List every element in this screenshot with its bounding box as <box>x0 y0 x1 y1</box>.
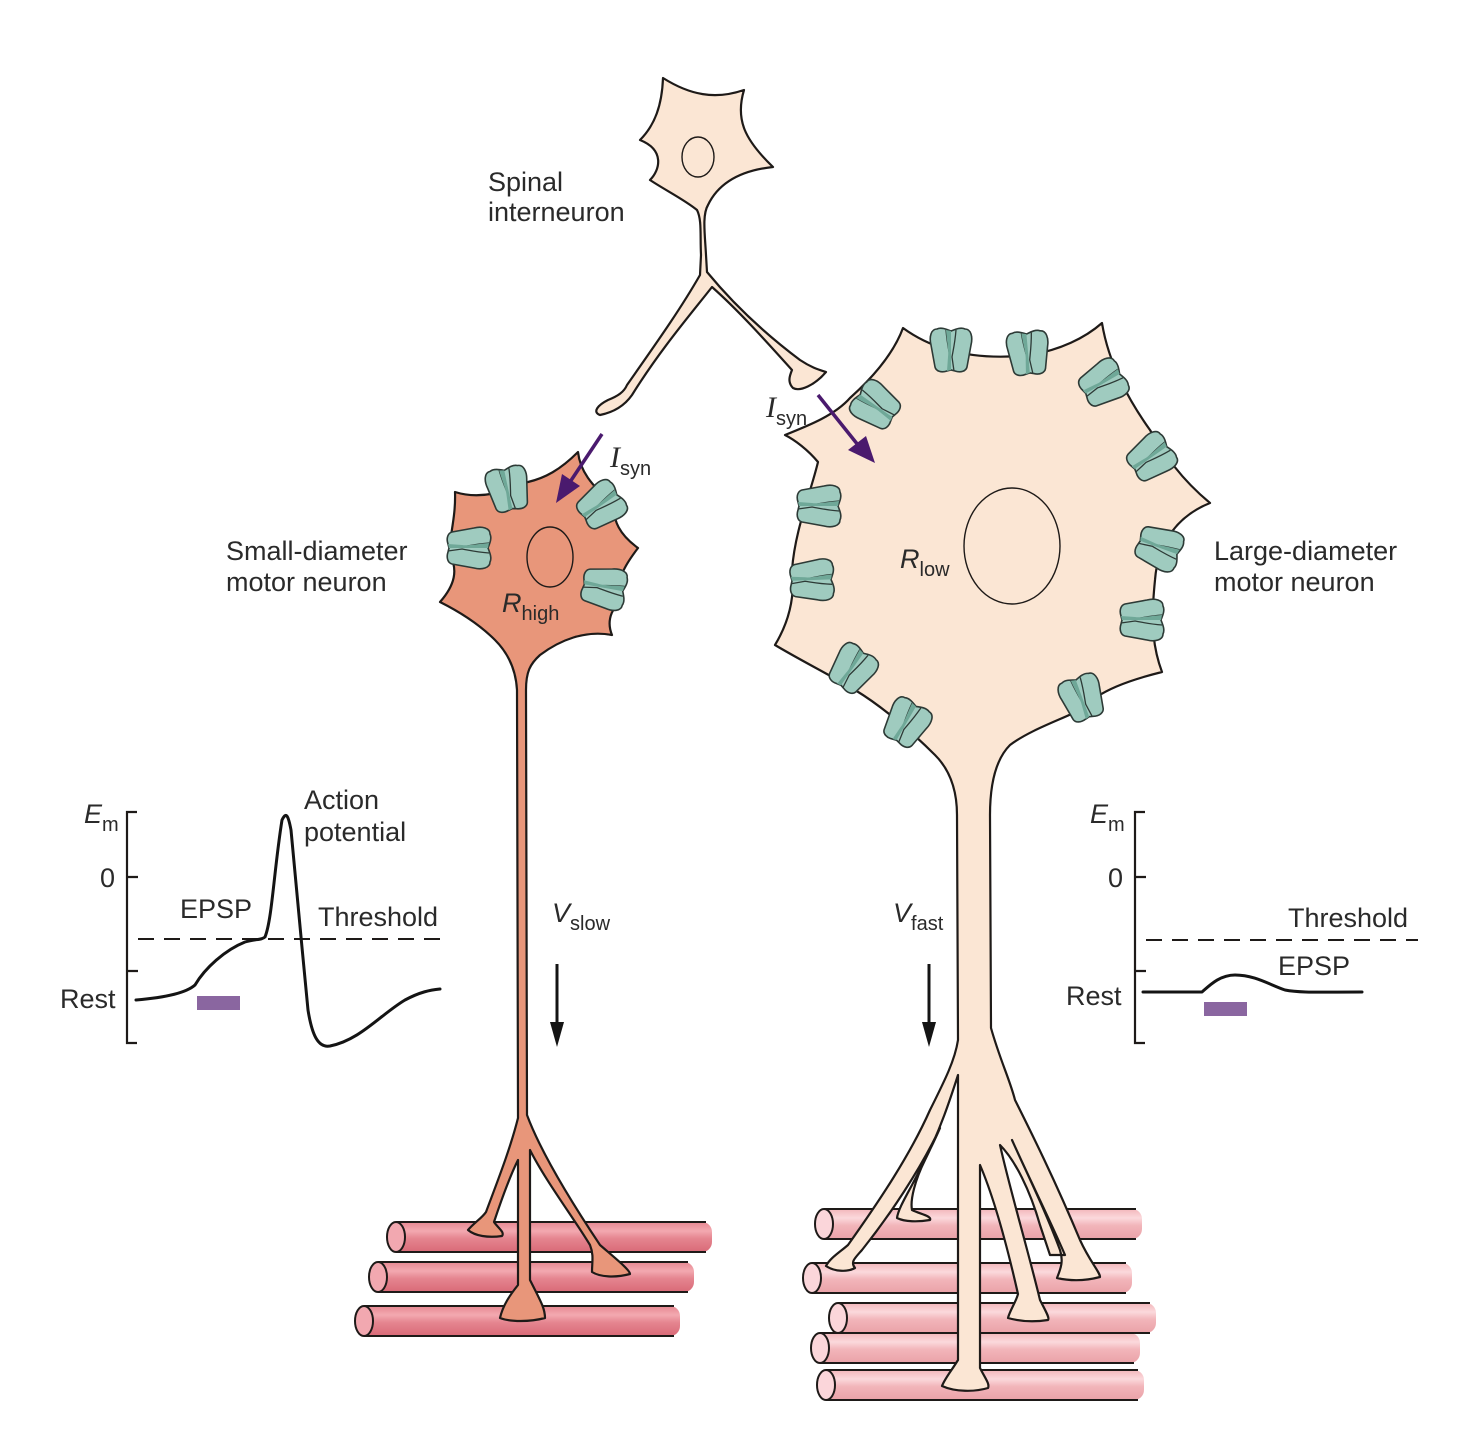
isyn-label-large: Isyn <box>765 391 807 430</box>
synaptic-current-small: Isyn <box>556 433 651 503</box>
em-axis-label: Em <box>84 799 119 836</box>
v-fast-label: Vfast <box>893 898 944 935</box>
epsp-label: EPSP <box>1278 951 1350 981</box>
epsp-label: EPSP <box>180 894 252 924</box>
small-neuron-label-line2: motor neuron <box>226 567 387 597</box>
ion-channel <box>788 557 836 603</box>
isyn-label-small: Isyn <box>609 441 651 480</box>
stimulus-bar <box>197 996 240 1010</box>
y-axis <box>1133 810 1146 1045</box>
ap-label-line1: Action <box>304 785 379 815</box>
epsp-trace <box>1141 973 1364 994</box>
action-potential-trace <box>134 813 442 1048</box>
down-arrow-icon <box>922 1022 936 1047</box>
muscle-fiber <box>828 1302 1156 1334</box>
large-diameter-motor-neuron: Rlow Large-diameter motor neuron <box>773 321 1397 1392</box>
down-arrow-icon <box>550 1022 564 1047</box>
membrane-potential-graph-small: Em 0 Rest Threshold EPSP Action potentia… <box>60 785 442 1048</box>
interneuron-label-line1: Spinal <box>488 167 563 197</box>
ion-channel <box>1119 598 1165 642</box>
zero-tick-label: 0 <box>100 863 115 893</box>
synaptic-current-large: Isyn <box>765 391 875 463</box>
v-slow-label: Vslow <box>552 898 611 935</box>
threshold-label: Threshold <box>1288 903 1408 933</box>
large-neuron-label-line1: Large-diameter <box>1214 536 1397 566</box>
arrow-head-icon <box>848 436 875 463</box>
small-diameter-motor-neuron: Rhigh Small-diameter motor neuron <box>226 450 640 1323</box>
muscle-fiber <box>386 1221 712 1253</box>
r-high-label: Rhigh <box>502 588 559 625</box>
rest-label: Rest <box>60 984 116 1014</box>
y-axis <box>125 810 138 1045</box>
stimulus-bar <box>1204 1002 1247 1016</box>
r-low-label: Rlow <box>900 544 950 581</box>
ion-channel <box>796 484 842 528</box>
conduction-velocity-slow: Vslow <box>550 898 611 1047</box>
membrane-potential-graph-large: Em 0 Rest Threshold EPSP <box>1066 799 1418 1045</box>
em-axis-label: Em <box>1090 799 1125 836</box>
ion-channel <box>446 526 492 570</box>
ion-channel <box>929 327 973 373</box>
threshold-label: Threshold <box>318 902 438 932</box>
spinal-interneuron: Spinal interneuron <box>488 76 828 417</box>
arrow-head-icon <box>556 474 580 503</box>
large-neuron-label-line2: motor neuron <box>1214 567 1375 597</box>
zero-tick-label: 0 <box>1108 863 1123 893</box>
ap-label-line2: potential <box>304 817 406 847</box>
small-neuron-label-line1: Small-diameter <box>226 536 408 566</box>
conduction-velocity-fast: Vfast <box>893 898 944 1047</box>
rest-label: Rest <box>1066 981 1122 1011</box>
interneuron-label-line2: interneuron <box>488 197 625 227</box>
